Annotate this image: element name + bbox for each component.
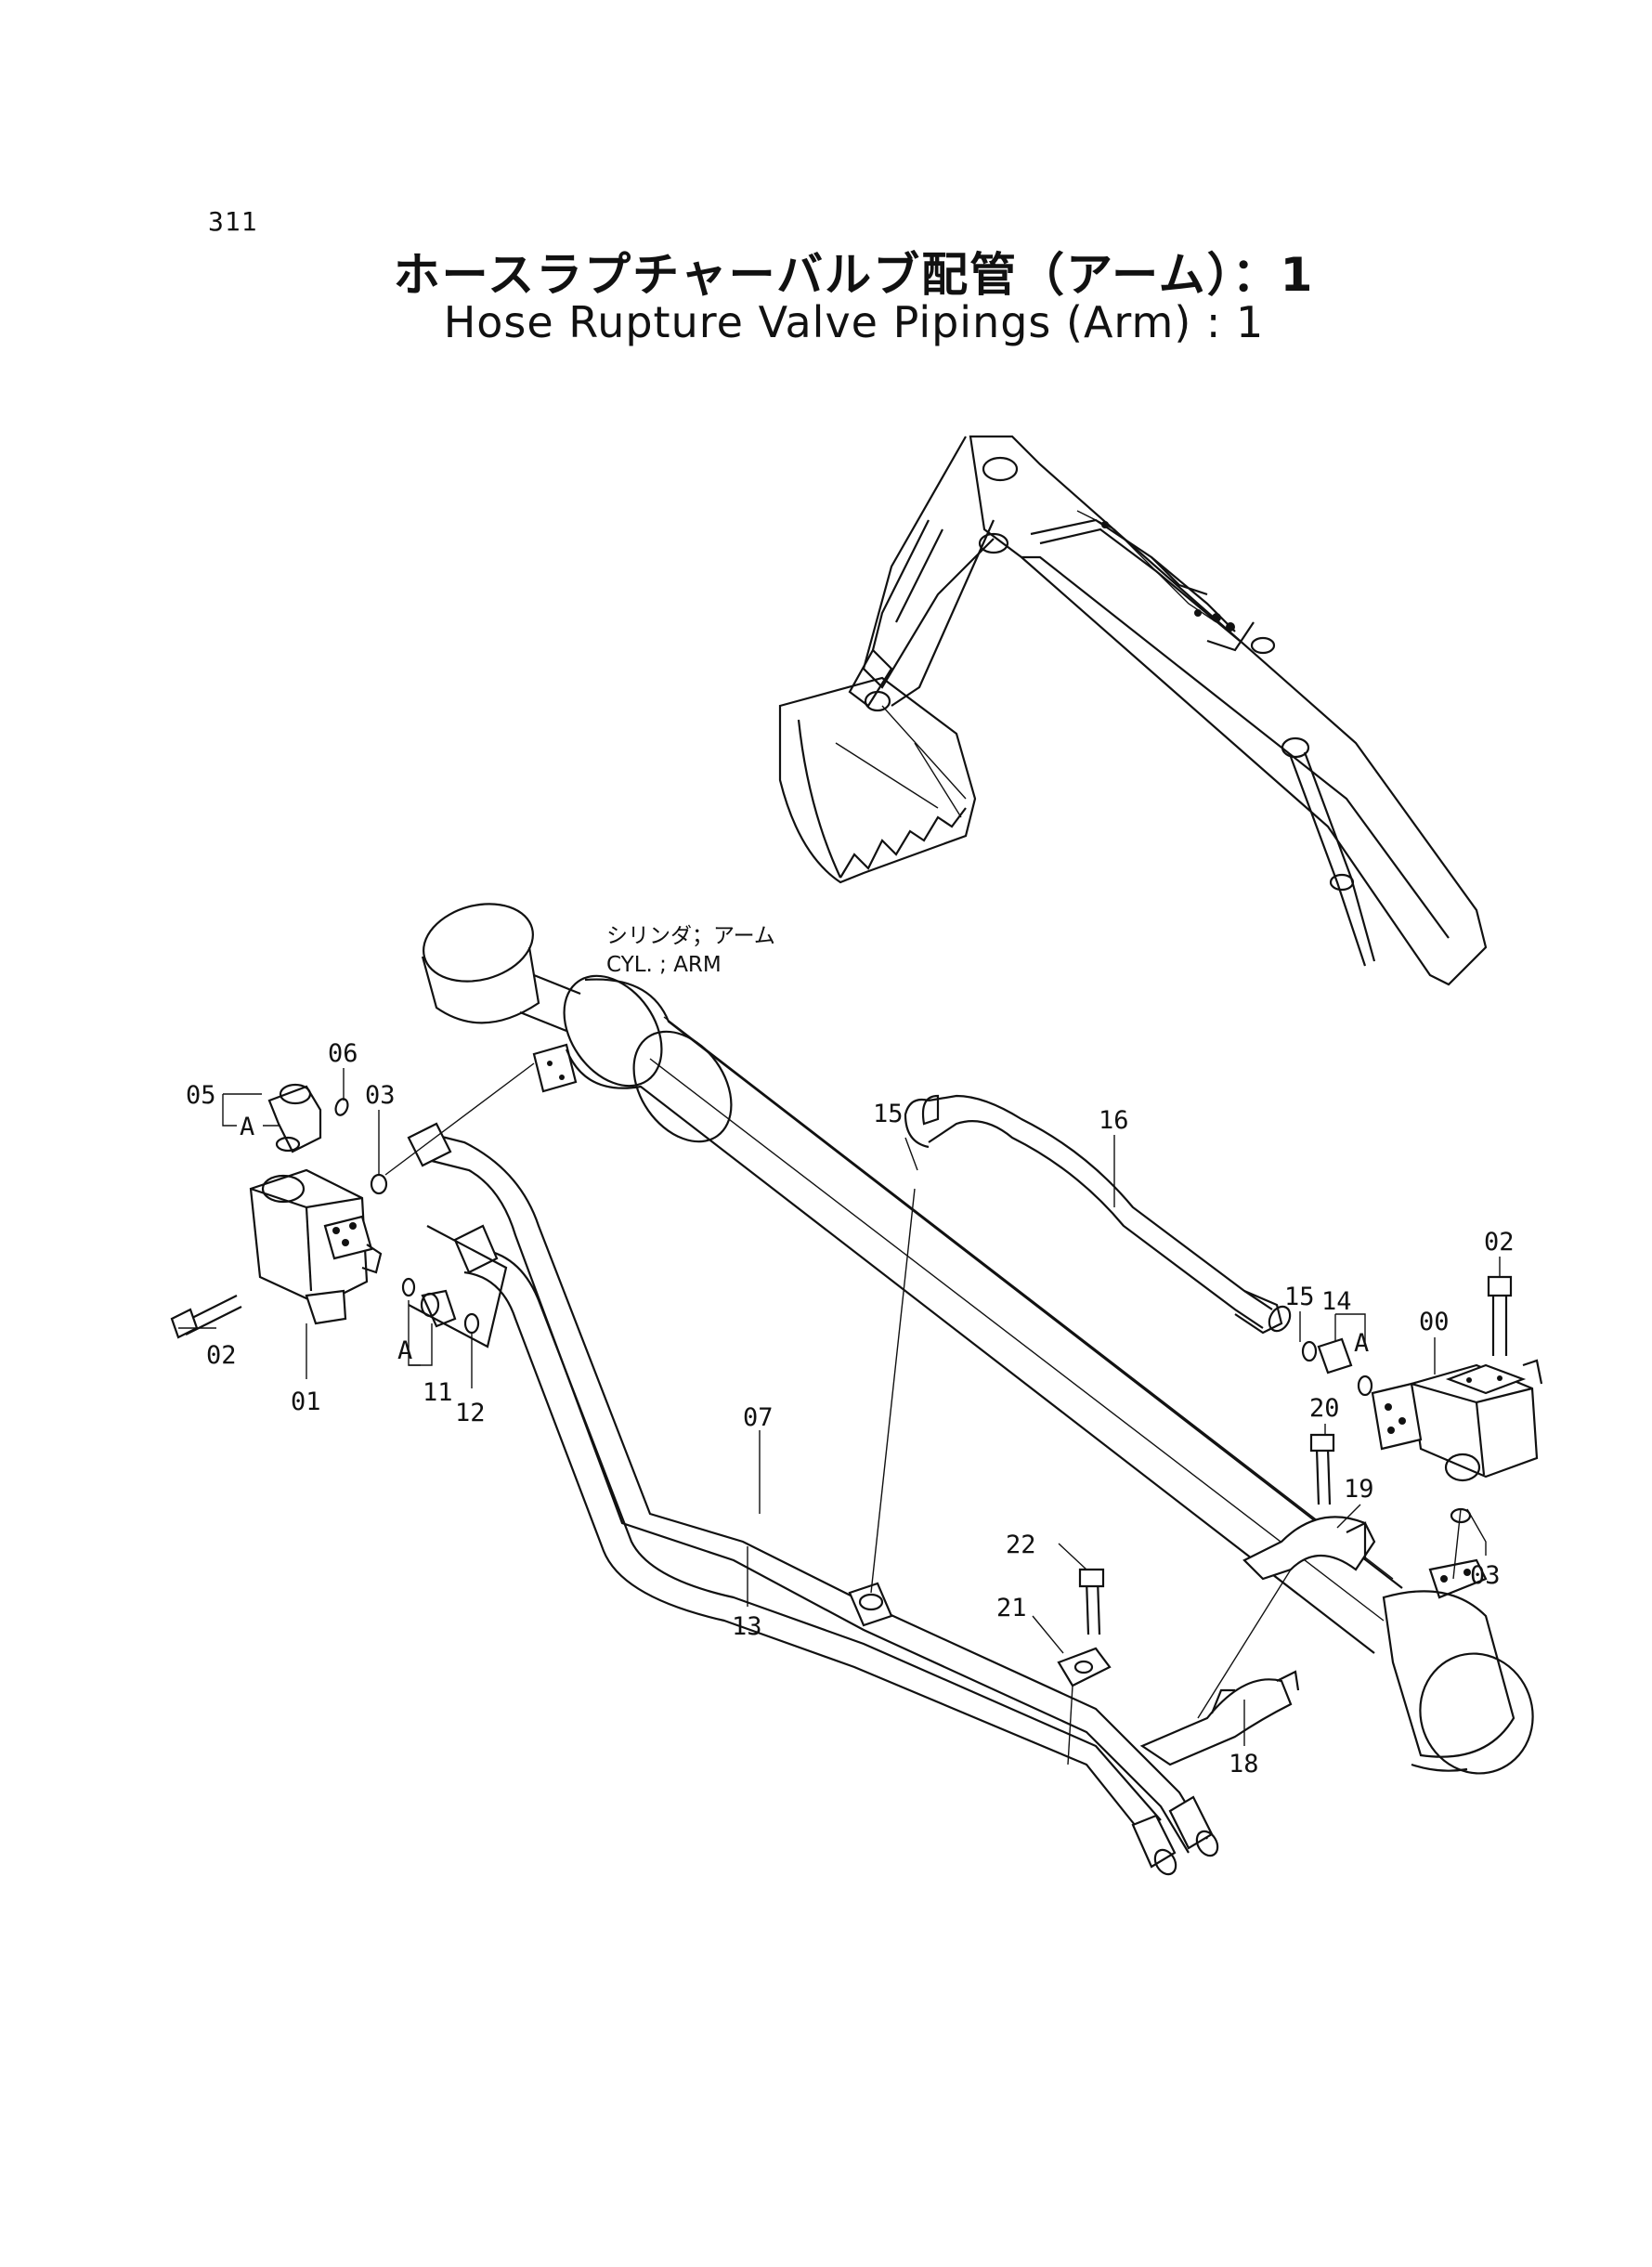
callout-19: 19 [1344, 1475, 1374, 1504]
callout-16: 16 [1099, 1106, 1129, 1135]
callout-07: 07 [743, 1403, 774, 1432]
callout-22: 22 [1006, 1531, 1036, 1559]
callout-11: 11 [423, 1378, 453, 1407]
callout-02-left: 02 [206, 1341, 237, 1370]
valve-00 [1301, 1275, 1543, 1524]
callout-a-mid: A [397, 1336, 412, 1365]
callout-12: 12 [455, 1399, 486, 1427]
callout-03-right: 03 [1470, 1561, 1501, 1590]
callout-21: 21 [996, 1594, 1027, 1622]
hoses-07-13 [407, 1122, 1219, 1876]
cylinder-label-en: CYL. ; ARM [606, 953, 722, 977]
callout-a-right: A [1354, 1329, 1369, 1358]
cylinder-label-jp: シリンダ；アーム [606, 924, 775, 948]
callout-20: 20 [1309, 1394, 1340, 1423]
valve-01 [170, 1083, 508, 1348]
arm-cylinder [421, 903, 1534, 1775]
page-title-english: Hose Rupture Valve Pipings (Arm) : 1 [443, 297, 1265, 347]
callout-14: 14 [1321, 1287, 1352, 1316]
clamps [1057, 1433, 1376, 1766]
callout-15-top: 15 [873, 1100, 904, 1128]
callout-15-right: 15 [1284, 1283, 1315, 1311]
callout-06: 06 [328, 1039, 358, 1068]
callout-02-right: 02 [1484, 1228, 1515, 1257]
excavator-arm-illustration [778, 435, 1488, 986]
callout-13: 13 [732, 1612, 762, 1641]
callout-18: 18 [1229, 1750, 1259, 1778]
page-number: 311 [208, 206, 258, 237]
callout-05: 05 [186, 1081, 216, 1110]
leader-lines [178, 1062, 1501, 1746]
callout-03-left: 03 [365, 1081, 396, 1110]
callout-01: 01 [291, 1388, 321, 1416]
page-title-japanese: ホースラプチャーバルブ配管（アーム）：1 [393, 248, 1315, 302]
callout-a-left: A [240, 1113, 254, 1141]
hose-16 [904, 1094, 1292, 1335]
callout-00: 00 [1419, 1308, 1450, 1336]
